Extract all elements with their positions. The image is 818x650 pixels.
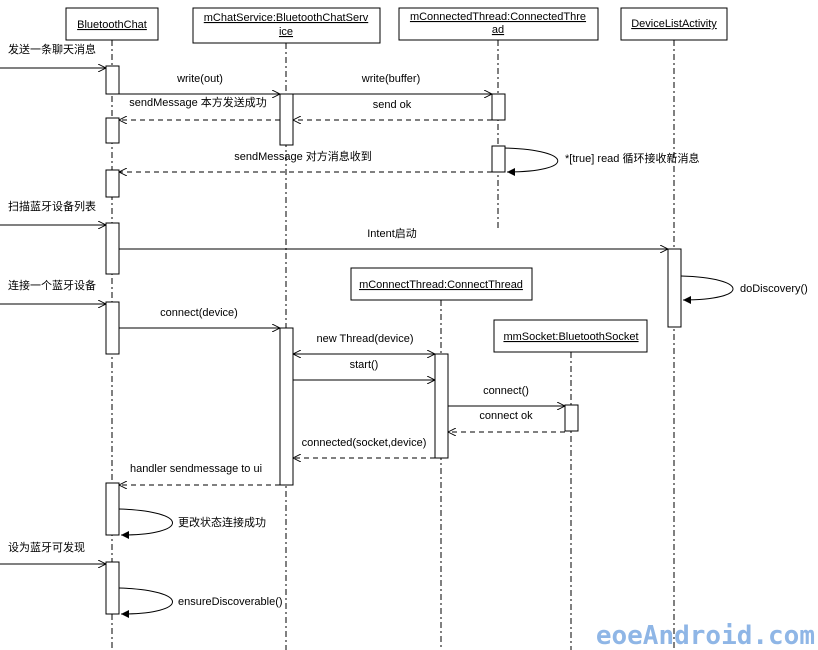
activation-chat-7 [105,561,120,615]
activation-service-2 [279,327,294,486]
msg-label-ensure-discoverable: ensureDiscoverable() [178,596,283,608]
trigger-label-connect: 连接一个蓝牙设备 [8,278,96,292]
trigger-label-discoverable: 设为蓝牙可发现 [8,540,85,554]
object-box-device-list [620,7,728,41]
activation-connected-1 [491,93,506,121]
msg-label-connect-device: connect(device) [160,307,238,319]
object-box-connected-thread [398,7,599,41]
object-connected-thread-line1: mConnectedThread:ConnectedThre [410,11,586,23]
object-chat-service-line1: mChatService:BluetoothChatServ [204,12,369,24]
object-box-socket [493,319,648,353]
msg-label-new-thread: new Thread(device) [316,333,413,345]
self-loop-do-discovery [680,275,734,304]
object-box-chat-service [192,7,381,44]
msg-label-write-out: write(out) [176,73,223,85]
object-connect-thread: mConnectThread:ConnectThread [359,279,523,291]
activation-service-1 [279,93,294,146]
trigger-label-send: 发送一条聊天消息 [8,42,96,56]
msg-label-change-state: 更改状态连接成功 [178,515,266,529]
msg-label-handler-send: handler sendmessage to ui [130,463,262,475]
trigger-label-scan: 扫描蓝牙设备列表 [8,199,96,213]
msg-label-connect-ok: connect ok [479,410,533,422]
activation-socket [564,404,579,432]
msg-label-read-loop: *[true] read 循环接收新消息 [565,151,699,165]
self-loop-read [504,147,559,176]
msg-label-do-discovery: doDiscovery() [740,283,808,295]
msg-label-connect: connect() [483,385,529,397]
object-bluetooth-chat: BluetoothChat [77,19,147,31]
msg-label-intent-start: Intent启动 [367,227,417,240]
activation-chat-2 [105,117,120,144]
msg-label-connected: connected(socket,device) [302,437,427,449]
activation-chat-5 [105,301,120,355]
msg-label-write-buffer: write(buffer) [361,73,420,85]
activation-connect-thread [434,353,449,459]
object-socket: mmSocket:BluetoothSocket [503,331,638,343]
activation-chat-1 [105,65,120,95]
object-box-bluetooth-chat [65,7,159,41]
self-loop-ensure-discoverable [118,587,173,618]
activation-chat-3 [105,169,120,198]
msg-label-send-ok: send ok [373,99,412,111]
watermark: eoeAndroid.com [596,621,815,650]
msg-label-send-message-sent: sendMessage 本方发送成功 [129,95,267,109]
object-chat-service-line2: ice [279,26,293,38]
self-loop-change-state [118,508,173,539]
activation-device-list [667,248,682,328]
object-connected-thread-line2: ad [492,24,504,36]
activation-chat-4 [105,222,120,275]
activation-chat-6 [105,482,120,536]
object-box-connect-thread [350,267,533,301]
activation-connected-2 [491,145,506,173]
msg-label-send-message-received: sendMessage 对方消息收到 [234,149,372,163]
object-device-list: DeviceListActivity [631,18,717,30]
msg-label-start: start() [350,359,379,371]
